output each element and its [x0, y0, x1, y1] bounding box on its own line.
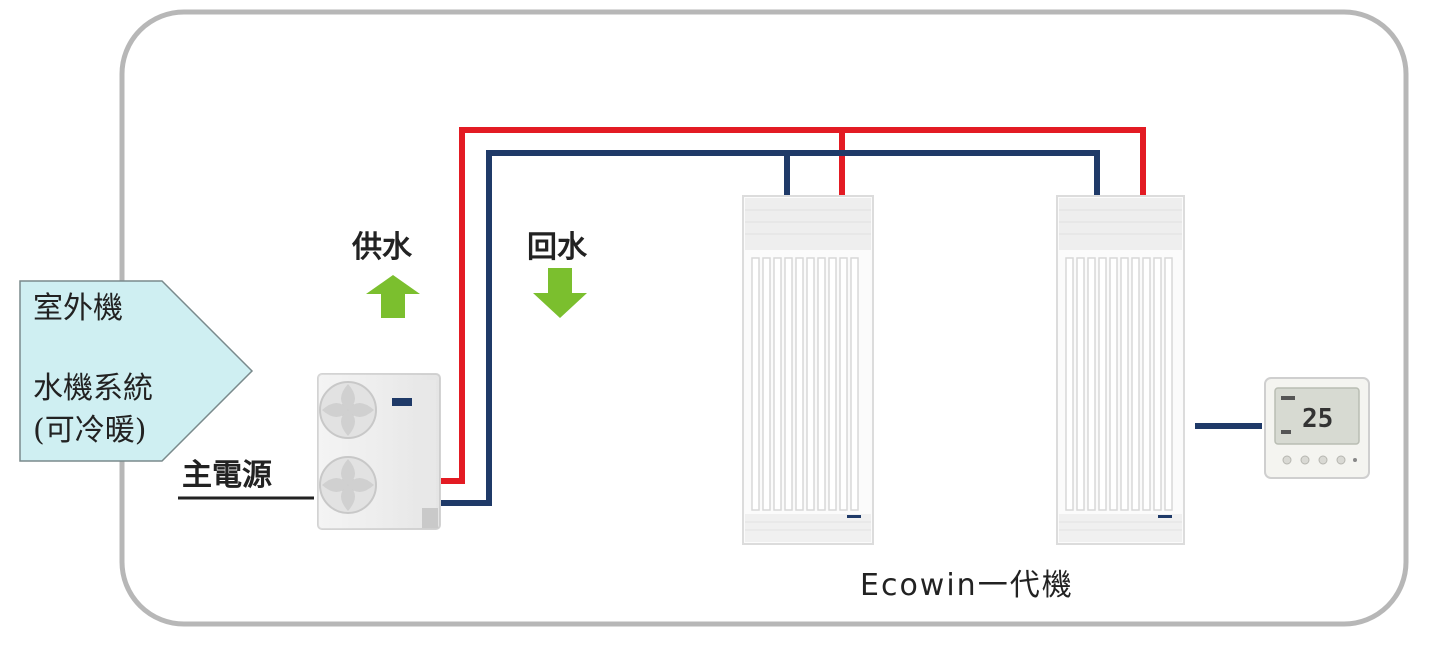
outdoor-unit-icon — [317, 373, 441, 530]
thermostat-display: 25 — [1302, 404, 1333, 434]
fan-coil-unit-icon — [1056, 195, 1185, 545]
return-water-label: 回水 — [527, 230, 588, 265]
outdoor-unit-mode: (可冷暖) — [33, 413, 146, 448]
supply-water-label: 供水 — [351, 230, 413, 265]
arrow-down-icon — [533, 268, 587, 318]
thermostat-icon: 25 — [1264, 377, 1370, 479]
outdoor-unit-callout — [19, 280, 254, 462]
return-pipe — [437, 150, 1100, 506]
outdoor-unit-system: 水機系統 — [33, 371, 153, 406]
supply-pipe — [437, 127, 1146, 484]
arrow-up-icon — [366, 275, 420, 318]
main-power-label: 主電源 — [182, 458, 272, 493]
outdoor-unit-title: 室外機 — [33, 291, 123, 326]
fan-coil-unit-icon — [742, 195, 874, 545]
indoor-unit-model-label: Ecowin一代機 — [860, 568, 1074, 603]
